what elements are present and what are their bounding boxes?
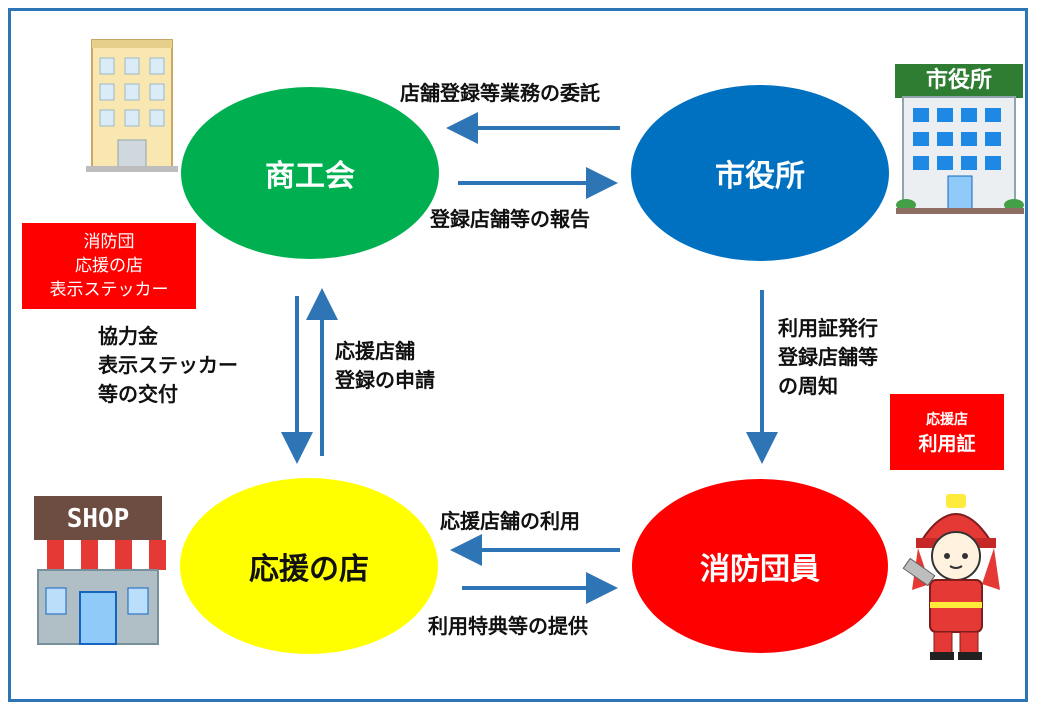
label-line: 登録店舗等 <box>778 345 878 369</box>
node-fire-member-label: 消防団員 <box>700 552 820 587</box>
label-line: 応援店舗 <box>335 339 415 363</box>
label-line: 表示ステッカー <box>98 353 238 377</box>
usage-card-line: 利用証 <box>918 433 976 455</box>
label-member-to-shop: 応援店舗の利用 <box>440 509 580 533</box>
sticker-badge: 消防団 応援の店 表示ステッカー <box>22 223 196 309</box>
label-line: 等の交付 <box>98 382 178 406</box>
label-city-to-member: 利用証発行 登録店舗等 の周知 <box>778 314 878 401</box>
label-chamber-to-city: 登録店舗等の報告 <box>430 207 590 231</box>
label-line: 登録の申請 <box>335 368 435 392</box>
node-fire-member: 消防団員 <box>632 479 888 653</box>
label-shop-to-member: 利用特典等の提供 <box>428 614 588 638</box>
node-city-hall: 市役所 <box>631 85 889 261</box>
city-hall-sign: 市役所 <box>925 68 992 93</box>
label-line: 協力金 <box>98 324 158 348</box>
node-city-hall-label: 市役所 <box>715 159 805 194</box>
sticker-badge-line: 表示ステッカー <box>49 280 169 300</box>
diagram-frame <box>8 8 1028 702</box>
sticker-badge-line: 消防団 <box>83 232 135 252</box>
label-chamber-to-shop: 協力金 表示ステッカー 等の交付 <box>98 322 238 409</box>
label-city-to-chamber: 店舗登録等業務の委託 <box>400 81 600 105</box>
node-chamber: 商工会 <box>181 87 439 259</box>
shop-sign: SHOP <box>66 504 130 534</box>
label-line: の周知 <box>778 374 838 398</box>
usage-card-badge: 応援店 利用証 <box>890 394 1004 470</box>
node-chamber-label: 商工会 <box>265 159 355 194</box>
sticker-badge-line: 応援の店 <box>75 256 143 276</box>
usage-card-line: 応援店 <box>926 412 968 428</box>
label-line: 利用証発行 <box>778 316 878 340</box>
label-shop-to-chamber: 応援店舗 登録の申請 <box>335 337 435 395</box>
node-shop-label: 応援の店 <box>249 552 369 587</box>
node-shop: 応援の店 <box>180 478 438 654</box>
